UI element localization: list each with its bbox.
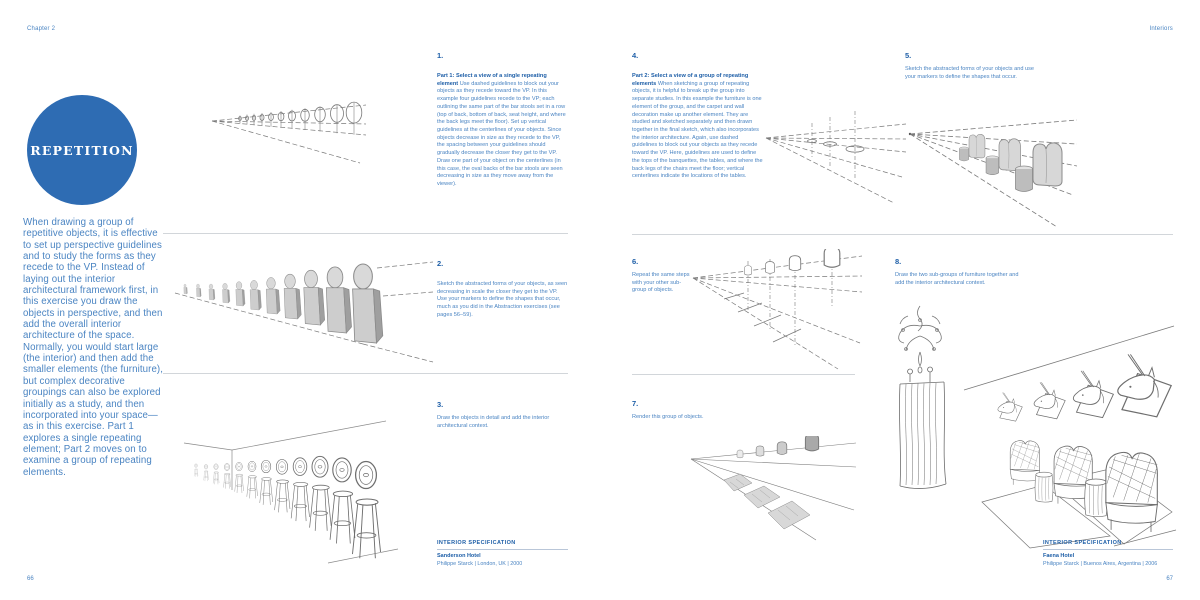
spec-detail: Philippe Starck | Buenos Aires, Argentin… bbox=[1043, 561, 1158, 567]
step-text: Part 1: Select a view of a single repeat… bbox=[437, 73, 568, 189]
section-divider bbox=[632, 234, 1173, 235]
step-text: Render this group of objects. bbox=[632, 414, 704, 420]
section-divider bbox=[163, 373, 568, 374]
spec-name: Sanderson Hotel bbox=[437, 553, 481, 559]
step-number: 5. bbox=[905, 51, 912, 60]
step-text: Sketch the abstracted forms of your obje… bbox=[905, 66, 1035, 80]
spec-heading: INTERIOR SPECIFICATION bbox=[1043, 540, 1122, 546]
spec-divider bbox=[437, 549, 568, 550]
step-number: 3. bbox=[437, 400, 444, 409]
step-text: Repeat the same steps with your other su… bbox=[632, 272, 690, 294]
section-divider bbox=[163, 233, 568, 234]
page-number-right: 67 bbox=[1166, 576, 1173, 582]
spec-heading: INTERIOR SPECIFICATION bbox=[437, 540, 516, 546]
step8-illustration bbox=[898, 305, 1177, 549]
intro-paragraph: When drawing a group of repetitive objec… bbox=[23, 217, 164, 478]
repetition-title-circle: REPETITION bbox=[27, 95, 137, 205]
step5-illustration bbox=[908, 119, 1078, 228]
step-number: 1. bbox=[437, 51, 444, 60]
chapter-label: Chapter 2 bbox=[27, 26, 56, 32]
step7-illustration bbox=[690, 436, 857, 541]
step-body: Use dashed guidelines to block out your … bbox=[437, 80, 566, 188]
step2-illustration bbox=[174, 261, 434, 363]
step-lead: Part 1: Select a view of a single repeat… bbox=[437, 73, 547, 87]
step-number: 6. bbox=[632, 257, 639, 266]
step-text: Draw the two sub-groups of furniture tog… bbox=[895, 272, 1019, 286]
step-number: 8. bbox=[895, 257, 902, 266]
spec-divider bbox=[1043, 549, 1173, 550]
step-lead: Part 2: Select a view of a group of repe… bbox=[632, 73, 749, 87]
step-body: When sketching a group of repeating obje… bbox=[632, 80, 763, 180]
step4-illustration bbox=[765, 111, 907, 204]
step6-illustration bbox=[692, 249, 863, 370]
step-text: Draw the objects in detail and add the i… bbox=[437, 415, 550, 429]
spec-name: Faena Hotel bbox=[1043, 553, 1075, 559]
step3-illustration bbox=[183, 420, 399, 564]
step-number: 7. bbox=[632, 399, 639, 408]
step-text: Part 2: Select a view of a group of repe… bbox=[632, 73, 763, 181]
step-number: 2. bbox=[437, 259, 444, 268]
step-text: Sketch the abstracted forms of your obje… bbox=[437, 281, 568, 318]
page-number-left: 66 bbox=[27, 576, 34, 582]
spec-detail: Philippe Starck | London, UK | 2000 bbox=[437, 561, 523, 567]
section-divider bbox=[632, 374, 855, 375]
step-number: 4. bbox=[632, 51, 639, 60]
step1-illustration bbox=[211, 101, 367, 164]
section-title: REPETITION bbox=[30, 142, 134, 158]
running-head: Interiors bbox=[1149, 26, 1173, 32]
